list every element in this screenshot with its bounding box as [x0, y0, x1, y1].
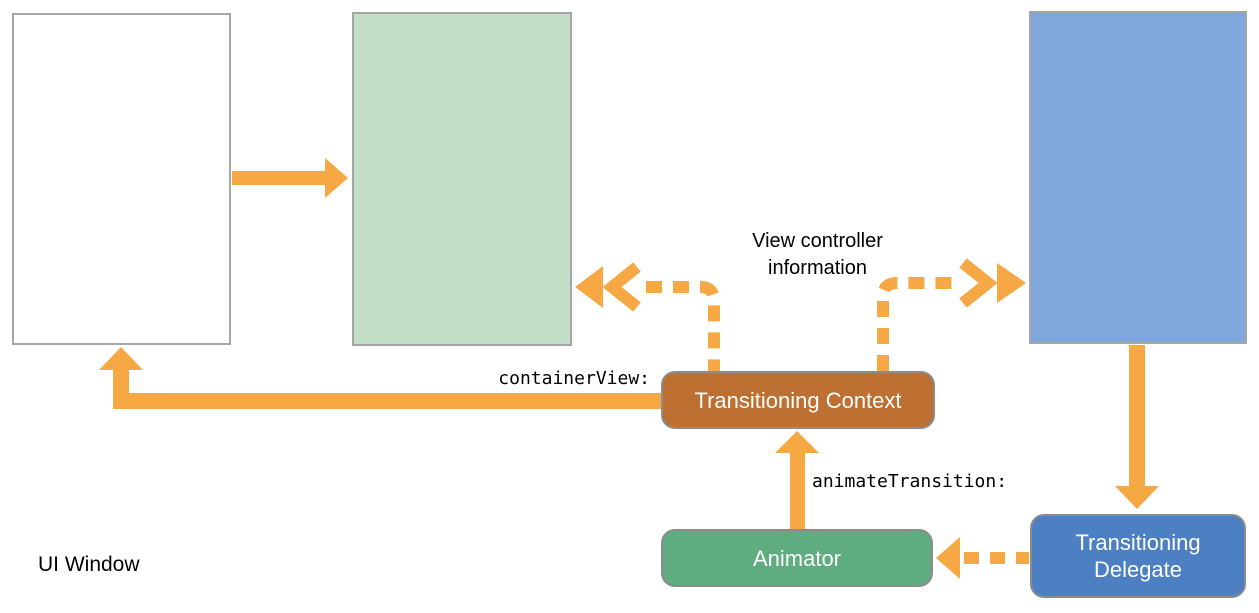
transitioning-delegate-label: Transitioning Delegate — [1075, 530, 1201, 582]
arrow-presented-view-to-delegate — [1115, 345, 1159, 509]
transitioning-context-node: Transitioning Context — [661, 371, 935, 429]
animator-label: Animator — [752, 545, 842, 571]
from-view-rect — [12, 13, 231, 345]
to-view-rect — [352, 12, 572, 346]
dashed-arrow-delegate-to-animator — [936, 537, 1029, 579]
presented-view-rect — [1029, 11, 1247, 344]
transitioning-context-label: Transitioning Context — [694, 387, 902, 413]
ui-window-label: UI Window — [38, 553, 140, 576]
animator-node: Animator — [661, 529, 933, 587]
dashed-arrow-context-to-to-view — [575, 262, 720, 371]
containerview-method-label: containerView: — [498, 368, 650, 389]
animatetransition-method-label: animateTransition: — [812, 471, 1008, 492]
arrow-from-view-to-to-view — [232, 158, 348, 198]
transitioning-delegate-node: Transitioning Delegate — [1030, 514, 1246, 598]
view-controller-information-label: View controller information — [752, 230, 883, 279]
